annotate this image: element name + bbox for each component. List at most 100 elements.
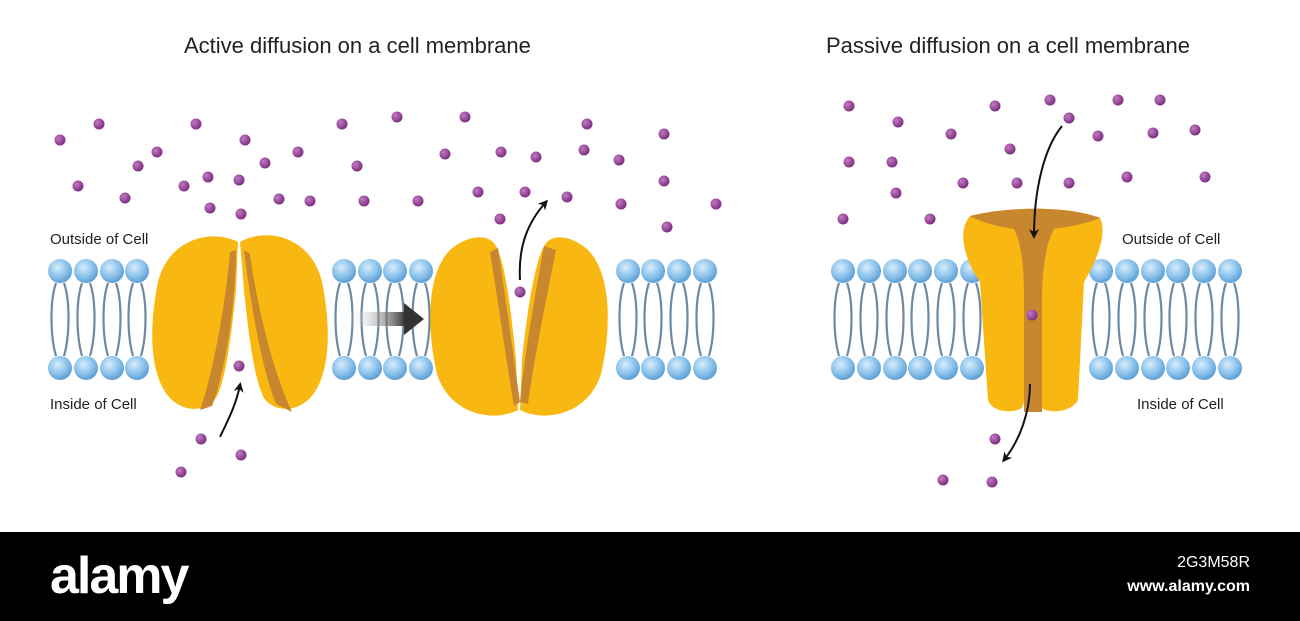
outside-of-cell-label-active: Outside of Cell (50, 231, 149, 248)
solute-molecule (989, 433, 1001, 445)
solute-molecule (1092, 130, 1104, 142)
solute-molecule (514, 286, 526, 298)
phospholipid-head-outer (857, 259, 881, 283)
phospholipid (1192, 259, 1216, 380)
entry-arrow-passive (1029, 125, 1063, 239)
solute-molecule (132, 160, 144, 172)
solute-molecule (1112, 94, 1124, 106)
solute-molecule (233, 174, 245, 186)
phospholipid-head-outer (100, 259, 124, 283)
phospholipid-head-outer (48, 259, 72, 283)
solute-molecule (175, 466, 187, 478)
solute-molecule (119, 192, 131, 204)
solute-molecule (837, 213, 849, 225)
phospholipid-head-outer (883, 259, 907, 283)
phospholipid-head-outer (1089, 259, 1113, 283)
phospholipid-head-outer (908, 259, 932, 283)
outside-of-cell-label-passive: Outside of Cell (1122, 231, 1221, 248)
solute-molecule (235, 449, 247, 461)
watermark-bar: alamy 2G3M58R www.alamy.com (0, 532, 1300, 621)
solute-molecule (195, 433, 207, 445)
phospholipid-head-inner (383, 356, 407, 380)
brand-logo: alamy (50, 547, 189, 605)
solute-molecule (1199, 171, 1211, 183)
solute-molecule (235, 208, 247, 220)
phospholipid (831, 259, 855, 380)
solute-molecule (615, 198, 627, 210)
phospholipid-head-inner (1089, 356, 1113, 380)
phospholipid-head-inner (48, 356, 72, 380)
phospholipid-head-inner (960, 356, 984, 380)
phospholipid-head-outer (616, 259, 640, 283)
phospholipid-head-inner (74, 356, 98, 380)
phospholipid-head-inner (667, 356, 691, 380)
phospholipid-head-outer (383, 259, 407, 283)
solute-molecule (661, 221, 673, 233)
phospholipid-head-outer (358, 259, 382, 283)
solute-molecule (945, 128, 957, 140)
phospholipid-head-outer (934, 259, 958, 283)
passive-diffusion-title: Passive diffusion on a cell membrane (826, 33, 1191, 58)
carrier-protein-open-inside (152, 235, 328, 412)
solute-molecule (924, 213, 936, 225)
phospholipid (1115, 259, 1139, 380)
phospholipid-head-inner (1218, 356, 1242, 380)
phospholipid-head-outer (125, 259, 149, 283)
phospholipid-head-outer (667, 259, 691, 283)
solute-molecule (1121, 171, 1133, 183)
solute-molecule (613, 154, 625, 166)
phospholipid-head-inner (125, 356, 149, 380)
phospholipid-head-outer (1218, 259, 1242, 283)
lipid-bilayer-passive (831, 259, 1242, 380)
phospholipid (125, 259, 149, 380)
solute-molecule (937, 474, 949, 486)
solute-molecule (1154, 94, 1166, 106)
phospholipid-head-inner (934, 356, 958, 380)
active-diffusion-title: Active diffusion on a cell membrane (184, 33, 531, 58)
diffusion-diagram: Active diffusion on a cell membrane Pass… (48, 33, 1242, 488)
phospholipid-head-outer (1115, 259, 1139, 283)
solute-molecule (957, 177, 969, 189)
phospholipid (48, 259, 72, 380)
phospholipid-head-inner (409, 356, 433, 380)
solute-molecule (391, 111, 403, 123)
phospholipid-head-inner (616, 356, 640, 380)
solute-molecule (1063, 112, 1075, 124)
phospholipid-head-outer (693, 259, 717, 283)
solute-molecule (890, 187, 902, 199)
solute-molecules (54, 94, 1211, 488)
inside-of-cell-label-passive: Inside of Cell (1137, 396, 1224, 413)
phospholipid-head-inner (1141, 356, 1165, 380)
phospholipid-head-inner (883, 356, 907, 380)
solute-molecule (304, 195, 316, 207)
phospholipid-head-inner (332, 356, 356, 380)
phospholipid (693, 259, 717, 380)
solute-molecule (843, 100, 855, 112)
solute-molecule (843, 156, 855, 168)
phospholipid-head-inner (1115, 356, 1139, 380)
solute-molecule (495, 146, 507, 158)
phospholipid (100, 259, 124, 380)
phospholipid (883, 259, 907, 380)
solute-molecule (204, 202, 216, 214)
phospholipid (1218, 259, 1242, 380)
solute-molecule (259, 157, 271, 169)
phospholipid (74, 259, 98, 380)
solute-molecule (358, 195, 370, 207)
solute-molecule (710, 198, 722, 210)
solute-molecule (459, 111, 471, 123)
solute-molecule (178, 180, 190, 192)
phospholipid-head-outer (831, 259, 855, 283)
solute-molecule (1189, 124, 1201, 136)
carrier-protein-open-outside (430, 237, 608, 416)
solute-molecule (658, 128, 670, 140)
phospholipid (616, 259, 640, 380)
solute-molecule (1063, 177, 1075, 189)
solute-molecule (72, 180, 84, 192)
phospholipid-head-inner (358, 356, 382, 380)
phospholipid-head-outer (1192, 259, 1216, 283)
phospholipid-head-inner (693, 356, 717, 380)
phospholipid (641, 259, 665, 380)
phospholipid-head-inner (100, 356, 124, 380)
solute-molecule (1147, 127, 1159, 139)
